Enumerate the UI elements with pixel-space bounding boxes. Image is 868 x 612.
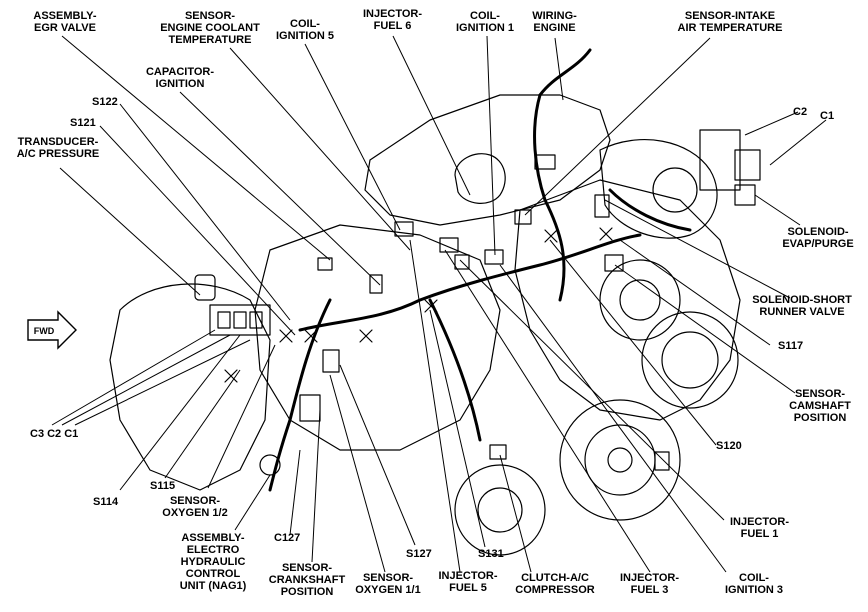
label-injector-fuel-1: INJECTOR-FUEL 1 — [729, 516, 790, 540]
label-solenoid-evap: SOLENOID-EVAP/PURGE — [782, 226, 854, 250]
label-c2-top: C2 — [793, 106, 808, 118]
label-s121: S121 — [70, 117, 96, 129]
air-intake — [599, 139, 718, 239]
label-s115: S115 — [150, 480, 176, 492]
label-injector-fuel-3: INJECTOR-FUEL 3 — [619, 572, 680, 596]
label-s122: S122 — [92, 96, 118, 108]
label-coil-ignition-1: COIL-IGNITION 1 — [455, 10, 515, 34]
label-coil-ignition-5: COIL-IGNITION 5 — [275, 18, 335, 42]
cylinder-head-right — [514, 179, 741, 421]
label-sensor-oxygen-12: SENSOR-OXYGEN 1/2 — [162, 495, 228, 519]
label-transducer-ac: TRANSDUCER-A/C PRESSURE — [16, 136, 100, 160]
pulley-low — [559, 399, 681, 521]
forward-arrow-icon: FWD — [27, 310, 77, 350]
label-c3-c2-c1: C3 C2 C1 — [30, 428, 79, 440]
pulley-mid — [599, 259, 681, 341]
label-assembly-egr-valve: ASSEMBLY-EGR VALVE — [33, 10, 97, 34]
label-c1-top: C1 — [820, 110, 835, 122]
label-s114: S114 — [93, 496, 119, 508]
label-capacitor-ignition: CAPACITOR-IGNITION — [145, 66, 215, 90]
label-injector-fuel-5: INJECTOR-FUEL 5 — [438, 570, 498, 594]
cylinder-head-left — [254, 224, 501, 451]
label-wiring-engine: WIRING-ENGINE — [532, 10, 577, 34]
intake-manifold — [364, 94, 611, 226]
pulley-large — [641, 311, 739, 409]
label-coil-ignition-3: COIL-IGNITION 3 — [724, 572, 784, 596]
wiring-harness — [538, 48, 592, 97]
ac-compressor-body — [454, 464, 546, 556]
fwd-text: FWD — [34, 326, 55, 336]
label-injector-fuel-6: INJECTOR-FUEL 6 — [362, 8, 423, 32]
label-c127: C127 — [274, 532, 301, 544]
label-sensor-oxygen-11: SENSOR-OXYGEN 1/1 — [355, 572, 421, 596]
label-s120: S120 — [716, 440, 742, 452]
throttle-body — [454, 153, 506, 204]
label-s131: S131 — [478, 548, 504, 560]
transmission — [109, 283, 271, 491]
label-s127: S127 — [406, 548, 432, 560]
label-s117: S117 — [778, 340, 804, 352]
